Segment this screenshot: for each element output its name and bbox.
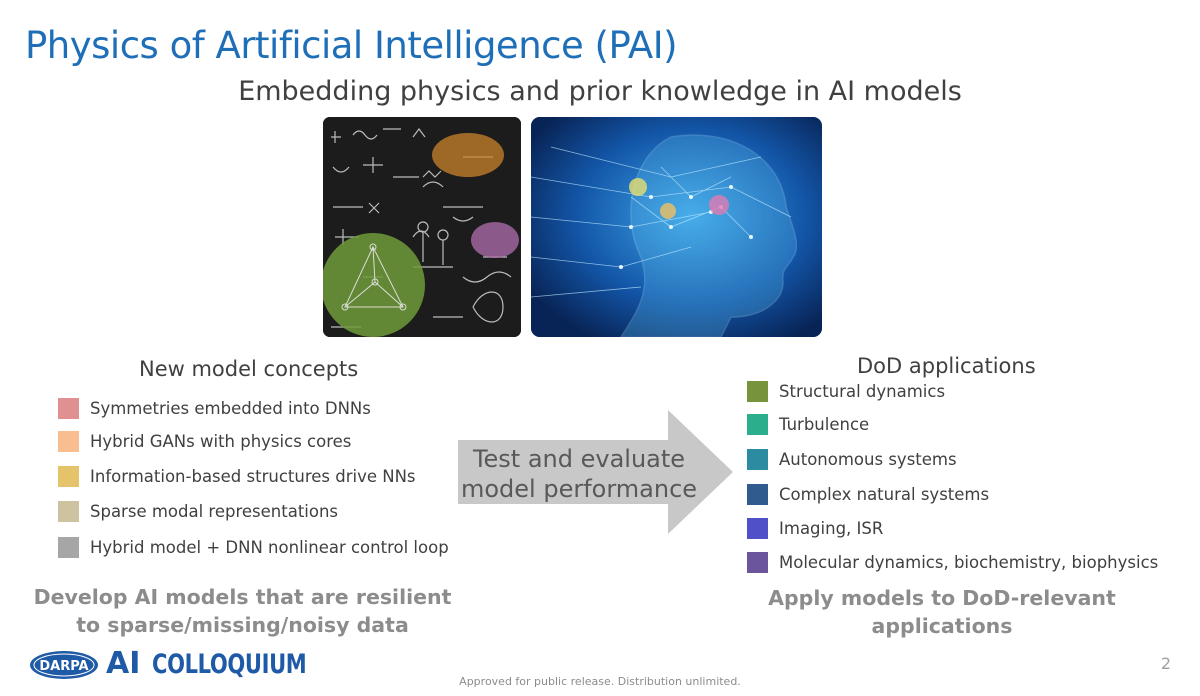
left-summary: Develop AI models that are resilient to … bbox=[20, 583, 465, 639]
list-item-label: Hybrid model + DNN nonlinear control loo… bbox=[90, 537, 449, 558]
list-item: Symmetries embedded into DNNs bbox=[58, 398, 438, 420]
list-item: Sparse modal representations bbox=[58, 501, 438, 523]
list-item: Hybrid GANs with physics cores bbox=[58, 431, 438, 453]
color-swatch bbox=[747, 484, 768, 505]
arrow-label-line1: Test and evaluate bbox=[458, 444, 700, 474]
list-item: Structural dynamics bbox=[747, 381, 1167, 403]
list-item-label: Molecular dynamics, biochemistry, biophy… bbox=[779, 552, 1158, 573]
color-swatch bbox=[747, 381, 768, 402]
arrow-label: Test and evaluate model performance bbox=[458, 444, 700, 504]
list-item: Complex natural systems bbox=[747, 484, 1167, 506]
slide-subtitle: Embedding physics and prior knowledge in… bbox=[0, 76, 1200, 107]
list-item-label: Structural dynamics bbox=[779, 381, 945, 402]
color-swatch bbox=[747, 552, 768, 573]
color-swatch bbox=[747, 449, 768, 470]
color-swatch bbox=[58, 537, 79, 558]
ai-head-network-image bbox=[531, 117, 822, 337]
list-item: Imaging, ISR bbox=[747, 518, 1167, 540]
list-item: Information-based structures drive NNs bbox=[58, 466, 438, 488]
slide-title: Physics of Artificial Intelligence (PAI) bbox=[25, 24, 677, 67]
list-item-label: Hybrid GANs with physics cores bbox=[90, 431, 351, 452]
list-item-label: Imaging, ISR bbox=[779, 518, 883, 539]
left-summary-line2: to sparse/missing/noisy data bbox=[20, 611, 465, 639]
left-summary-line1: Develop AI models that are resilient bbox=[20, 583, 465, 611]
dod-applications-heading: DoD applications bbox=[857, 354, 1036, 378]
list-item: Molecular dynamics, biochemistry, biophy… bbox=[747, 552, 1187, 574]
color-swatch bbox=[747, 414, 768, 435]
list-item-label: Information-based structures drive NNs bbox=[90, 466, 416, 487]
list-item: Turbulence bbox=[747, 414, 1167, 436]
list-item-label: Symmetries embedded into DNNs bbox=[90, 398, 371, 419]
list-item: Autonomous systems bbox=[747, 449, 1167, 471]
color-swatch bbox=[58, 501, 79, 522]
list-item-label: Sparse modal representations bbox=[90, 501, 338, 522]
list-item-label: Autonomous systems bbox=[779, 449, 957, 470]
right-summary-line1: Apply models to DoD-relevant bbox=[742, 584, 1142, 612]
color-swatch bbox=[58, 466, 79, 487]
list-item-label: Turbulence bbox=[779, 414, 869, 435]
new-model-concepts-heading: New model concepts bbox=[139, 357, 358, 381]
color-swatch bbox=[58, 398, 79, 419]
list-item-label: Complex natural systems bbox=[779, 484, 989, 505]
distribution-statement: Approved for public release. Distributio… bbox=[0, 675, 1200, 688]
list-item: Hybrid model + DNN nonlinear control loo… bbox=[58, 537, 438, 559]
color-swatch bbox=[58, 431, 79, 452]
arrow-label-line2: model performance bbox=[458, 474, 700, 504]
equations-chalkboard-image bbox=[323, 117, 521, 337]
color-swatch bbox=[747, 518, 768, 539]
right-summary: Apply models to DoD-relevant application… bbox=[742, 584, 1142, 640]
right-summary-line2: applications bbox=[742, 612, 1142, 640]
darpa-logo-text: DARPA bbox=[39, 659, 88, 674]
page-number: 2 bbox=[1161, 654, 1171, 673]
